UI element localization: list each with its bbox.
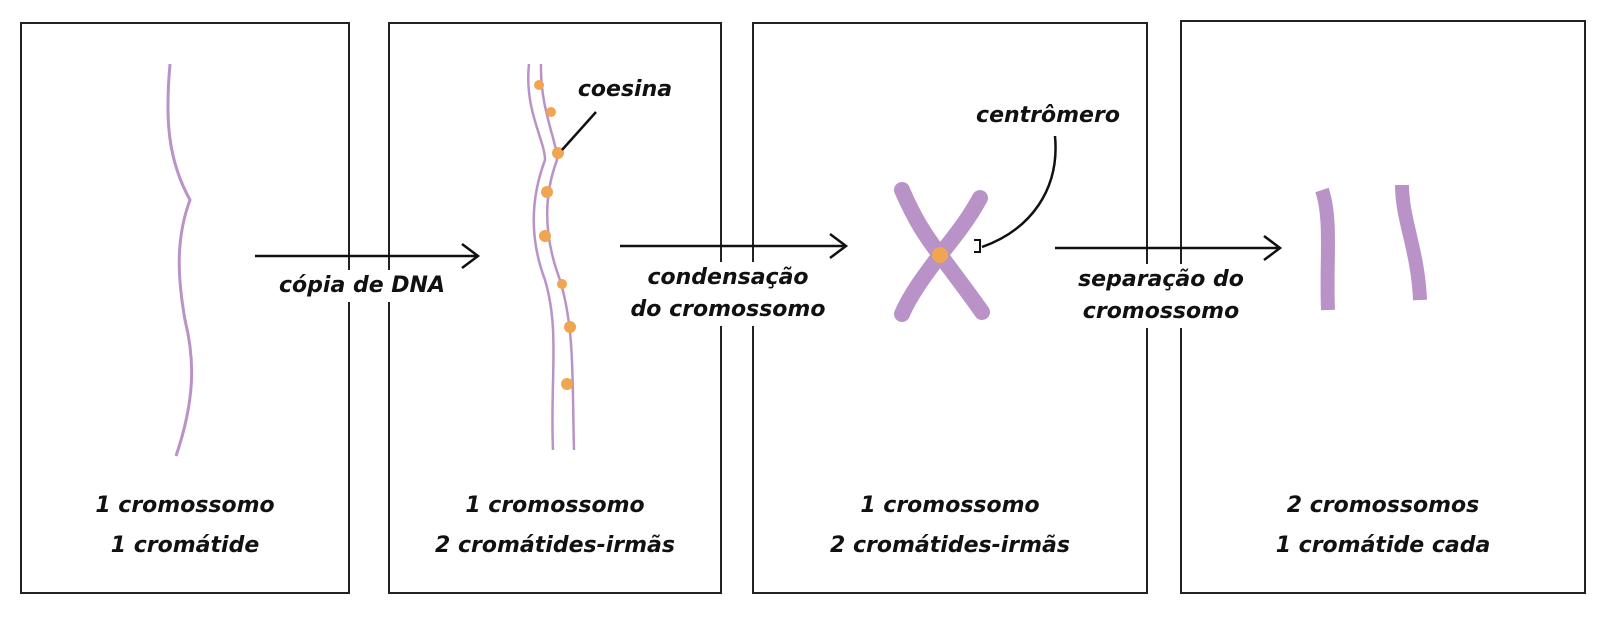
arrow-label-condensation: condensação do cromossomo [628, 262, 828, 326]
arrow-head [1263, 235, 1283, 261]
separated-chromosome-right [1395, 184, 1427, 301]
arrow-label-separation: separação do cromossomo [1066, 264, 1256, 328]
caption-line: 2 cromátides-irmãs [435, 533, 675, 558]
centromere-bracket [974, 239, 981, 253]
centromere-dot [932, 247, 948, 263]
panel-caption: 2 cromossomos 1 cromátide cada [1180, 486, 1586, 566]
caption-line: 1 cromátide cada [1275, 533, 1491, 558]
cohesin-label: coesina [577, 77, 673, 102]
cohesin-dot [552, 147, 564, 159]
panel-caption: 1 cromossomo 2 cromátides-irmãs [752, 486, 1148, 566]
caption-line: 2 cromossomos [1286, 493, 1480, 518]
panel-caption: 1 cromossomo 1 cromátide [20, 486, 350, 566]
process-arrows [255, 233, 1283, 269]
caption-line: 1 cromossomo [860, 493, 1040, 518]
cohesin-dot [541, 186, 553, 198]
arrow-label-line: separação do [1078, 267, 1244, 292]
cohesin-dot [557, 279, 567, 289]
chromatid-strand [166, 63, 194, 457]
cohesin-dot [534, 80, 544, 90]
sister-chromatid-right [539, 63, 576, 451]
arrow-head [829, 233, 849, 259]
arrow-label-line: cromossomo [1082, 299, 1240, 324]
cohesin-dot [539, 230, 551, 242]
separated-chromosome-left [1315, 187, 1335, 311]
caption-line: 1 cromossomo [95, 493, 275, 518]
caption-line: 1 cromátide [110, 533, 260, 558]
caption-line: 1 cromossomo [465, 493, 645, 518]
arrow-label-dna-copy: cópia de DNA [262, 270, 462, 302]
caption-line: 2 cromátides-irmãs [830, 533, 1070, 558]
sister-chromatid-left [526, 63, 555, 451]
arrow-head [461, 243, 481, 269]
cohesin-dot [564, 321, 576, 333]
panel-single-chromatid [20, 22, 350, 594]
cohesin-pointer [561, 111, 597, 151]
arrow-label-line: do cromossomo [630, 297, 826, 322]
cohesin-dot [561, 378, 573, 390]
arrow-label-line: condensação [647, 265, 809, 290]
centromere-pointer [981, 135, 1057, 249]
panel-caption: 1 cromossomo 2 cromátides-irmãs [388, 486, 722, 566]
cohesin-dot [546, 107, 556, 117]
cohesin-dots [534, 80, 576, 390]
arrow-label-line: cópia de DNA [279, 273, 445, 298]
centromere-label: centrômero [976, 103, 1120, 128]
